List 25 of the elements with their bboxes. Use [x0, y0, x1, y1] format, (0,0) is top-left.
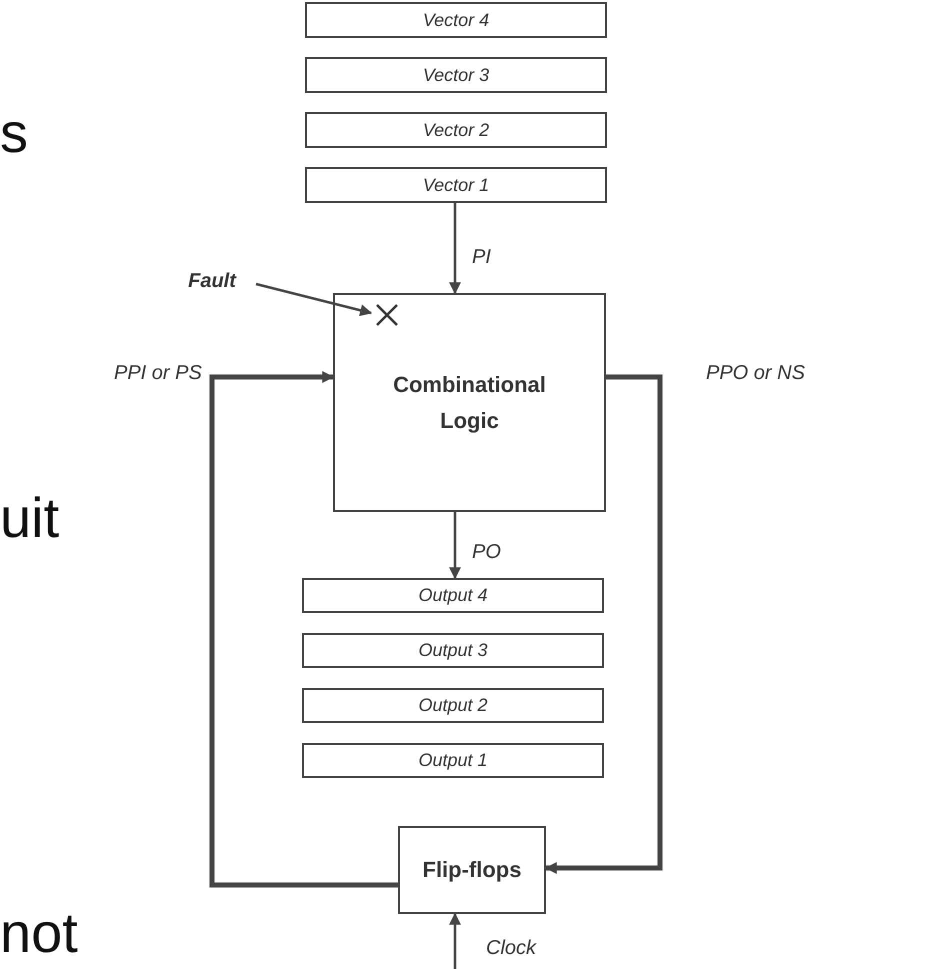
output-box	[302, 578, 604, 613]
output-box	[302, 688, 604, 723]
box-label: Flip-flops	[422, 856, 522, 884]
slide-text: s	[0, 105, 28, 161]
fault-mark	[375, 303, 399, 327]
box-label: Vector 2	[422, 118, 490, 142]
slide-text: not	[0, 905, 78, 961]
vector-box	[305, 57, 607, 93]
output-box	[302, 633, 604, 668]
box-label: Vector 1	[422, 174, 490, 197]
logic-block	[333, 293, 606, 512]
fault-label: Fault	[170, 268, 254, 294]
box-label: Output 4	[418, 584, 488, 608]
vector-box	[305, 167, 607, 203]
box-label: Vector 3	[422, 64, 490, 87]
box-label: Combinational Logic	[392, 371, 547, 435]
box-label: Output 1	[418, 749, 488, 772]
output-box	[302, 743, 604, 778]
vector-box	[305, 112, 607, 148]
box-label: Output 2	[418, 694, 488, 718]
slide-text: uit	[0, 490, 60, 546]
flip-flop-box	[398, 826, 546, 914]
box-label: Output 3	[418, 639, 488, 662]
vector-box	[305, 2, 607, 38]
box-label: Vector 4	[422, 8, 490, 32]
